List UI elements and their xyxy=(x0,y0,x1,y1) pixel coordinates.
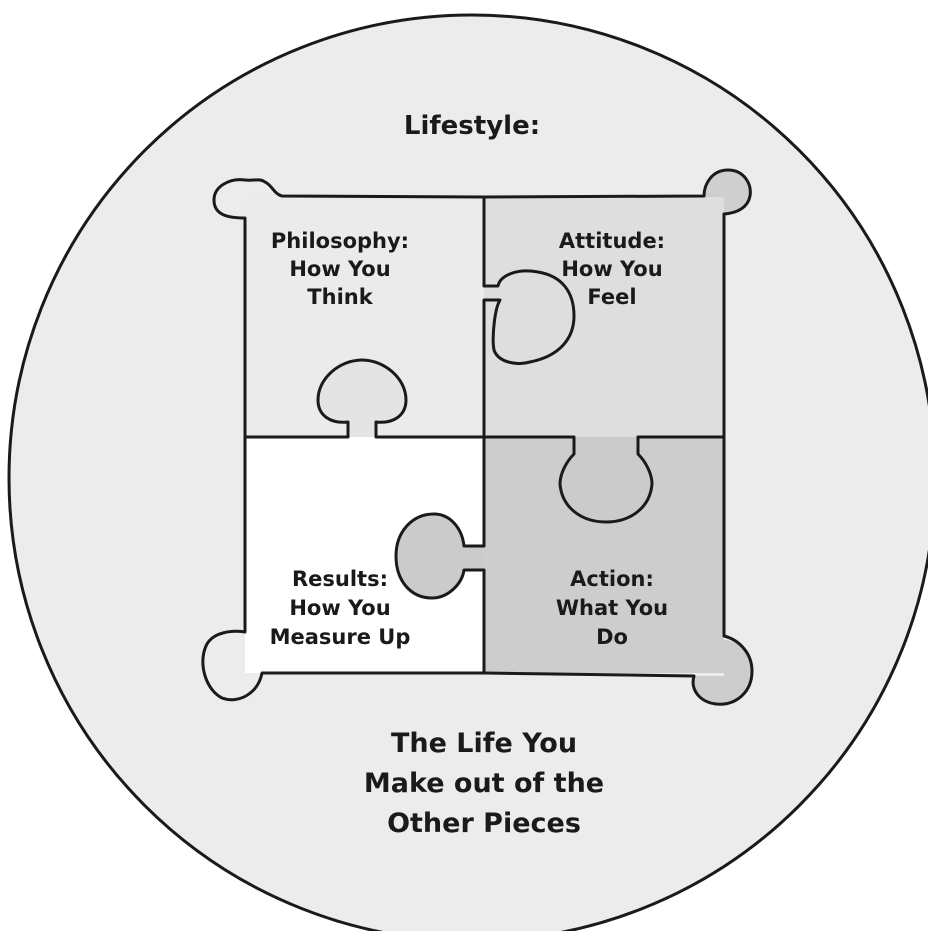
attitude-label-line-2: How You xyxy=(561,257,662,281)
results-label-line-3: Measure Up xyxy=(270,625,411,649)
connector-tab-philosophy xyxy=(318,360,406,437)
vertical-divider xyxy=(394,195,576,675)
puzzle-outline xyxy=(201,168,754,706)
footer-line-2: Make out of the xyxy=(364,768,604,799)
connector-tab-action xyxy=(560,437,652,522)
corner-lobe-top-right xyxy=(704,170,751,214)
footer-line-1: The Life You xyxy=(391,728,577,759)
results-label-line-2: How You xyxy=(289,596,390,620)
action-label-line-1: Action: xyxy=(570,567,654,591)
results-label-line-1: Results: xyxy=(292,567,388,591)
attitude-label-line-3: Feel xyxy=(587,285,636,309)
outer-frame xyxy=(201,168,754,706)
connector-tab-attitude xyxy=(484,270,574,364)
footer-line-3: Other Pieces xyxy=(387,808,581,839)
connector-tabs xyxy=(318,270,652,598)
horizontal-divider xyxy=(243,358,726,524)
attitude-label-line-1: Attitude: xyxy=(559,229,665,253)
action-label-line-3: Do xyxy=(596,625,628,649)
philosophy-label-line-2: How You xyxy=(289,257,390,281)
philosophy-label-line-3: Think xyxy=(307,285,373,309)
action-label-line-2: What You xyxy=(556,596,668,620)
corner-lobe-bottom-right xyxy=(693,640,752,705)
corner-lobe-bottom-left xyxy=(202,631,262,701)
philosophy-label-line-1: Philosophy: xyxy=(271,229,409,253)
diagram-title: Lifestyle: xyxy=(404,111,540,141)
